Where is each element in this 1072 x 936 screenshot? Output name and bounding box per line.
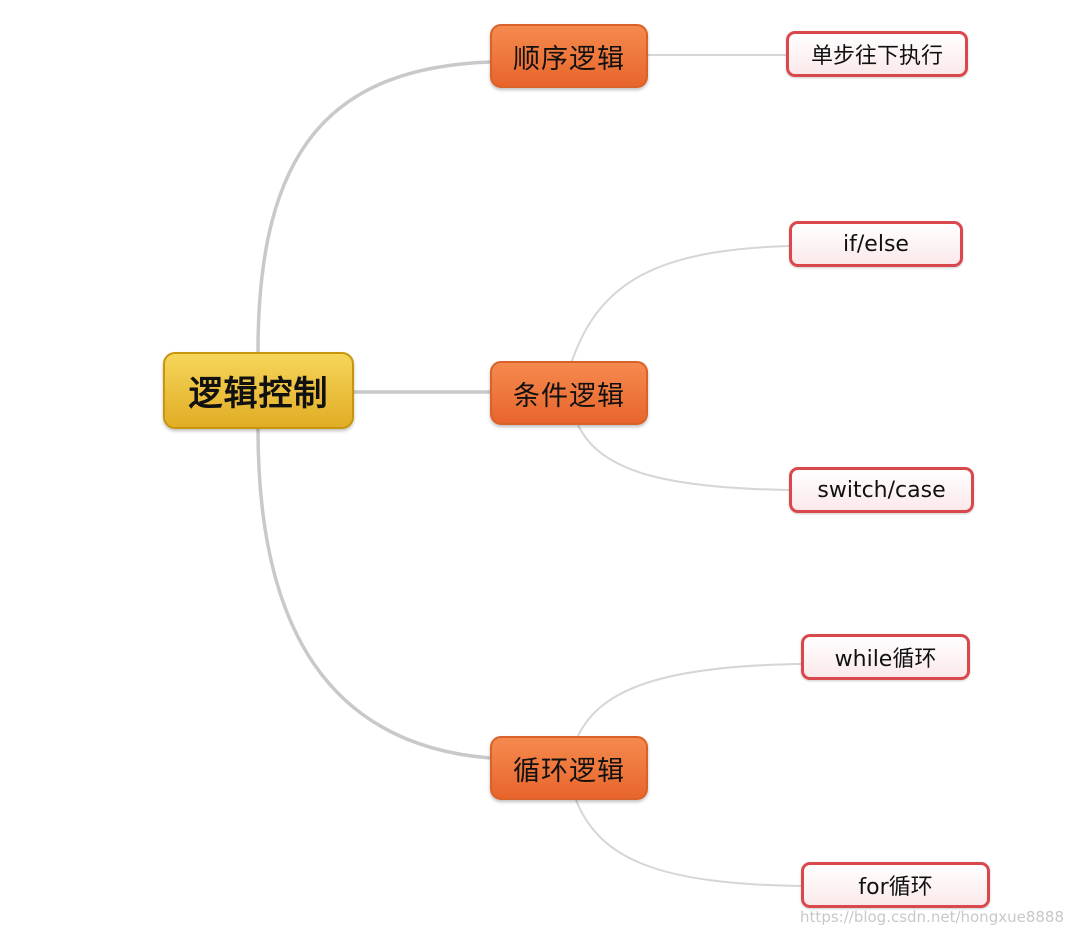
connector-branch-2-to-leaf-3 <box>577 663 802 737</box>
leaf-node-for-loop: for循环 <box>801 862 990 908</box>
branch-node-sequential-logic: 顺序逻辑 <box>490 24 648 88</box>
connector-branch-1-to-leaf-1 <box>571 245 790 362</box>
leaf-node-if-else: if/else <box>789 221 963 267</box>
watermark-text: https://blog.csdn.net/hongxue8888 <box>800 908 1064 926</box>
leaf-node-while-loop: while循环 <box>801 634 970 680</box>
branch-node-loop-logic: 循环逻辑 <box>490 736 648 800</box>
connector-branch-2-to-leaf-4 <box>575 799 802 887</box>
connector-branch-1-to-leaf-2 <box>577 424 790 491</box>
branch-node-conditional-logic: 条件逻辑 <box>490 361 648 425</box>
leaf-node-step-execution: 单步往下执行 <box>786 31 968 77</box>
root-node: 逻辑控制 <box>163 352 354 429</box>
connector-root-to-branch-2 <box>256 428 491 760</box>
leaf-node-switch-case: switch/case <box>789 467 974 513</box>
connector-root-to-branch-0 <box>256 60 491 353</box>
